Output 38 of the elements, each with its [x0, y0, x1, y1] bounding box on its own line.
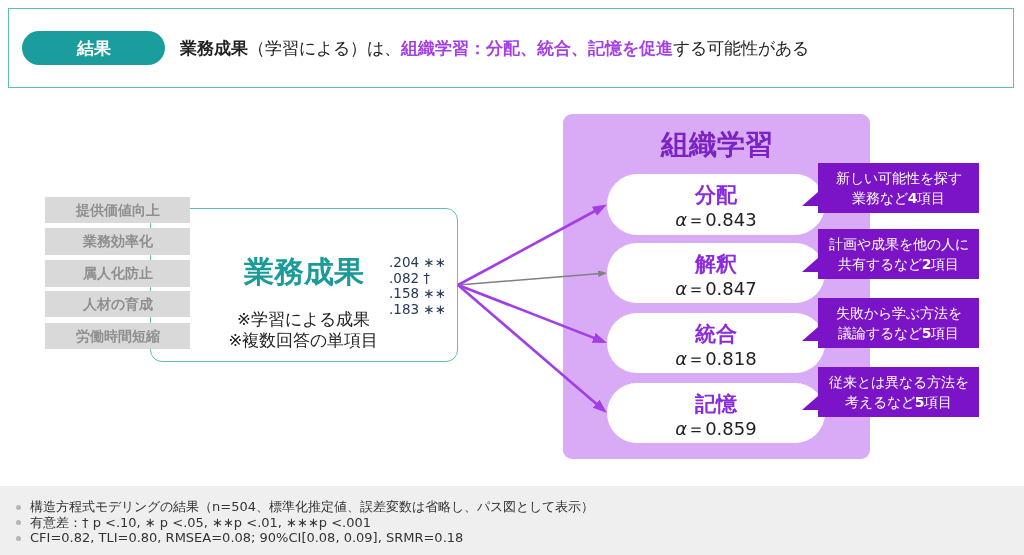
header-box: [8, 8, 1014, 88]
note-text: ※複数回答の単項目: [228, 329, 379, 351]
note-text: ※学習による成果: [237, 308, 370, 330]
edge-label: .158 ∗∗: [389, 285, 446, 301]
item-box: 属人化防止: [45, 260, 190, 287]
alpha-value: α＝0.859: [675, 418, 757, 440]
pill-box: [607, 383, 825, 443]
label-pill: 結果: [22, 31, 165, 65]
panel-title: 組織学習: [660, 127, 773, 163]
item-box: 人材の育成: [45, 291, 190, 317]
statement-text: 業務成果（学習による）は、組織学習：分配、統合、記憶を促進する可能性がある: [180, 38, 809, 60]
arrow: [457, 283, 608, 345]
item-box: 業務効率化: [45, 228, 190, 255]
edge-label: .204 ∗∗: [389, 254, 446, 270]
callout-box: 計画や成果を他の人に共有するなど2項目: [802, 229, 979, 279]
note-text: 構造方程式モデリングの結果（n=504、標準化推定値、誤差変数は省略し、パス図として表示）: [30, 499, 594, 515]
alpha-value: α＝0.818: [675, 348, 757, 370]
pill-title: 統合: [695, 321, 737, 347]
arrow: [457, 284, 608, 414]
pill-box: [607, 313, 825, 373]
alpha-value: α＝0.843: [675, 209, 757, 231]
edge-label: .183 ∗∗: [389, 301, 446, 317]
pill-title: 分配: [695, 182, 737, 208]
callout-box: 失敗から学ぶ方法を議論するなど5項目: [802, 298, 979, 348]
item-box: 労働時間短縮: [45, 323, 190, 349]
box-title: 業務成果: [243, 253, 364, 291]
pill-title: 記憶: [695, 391, 737, 417]
callout-box: 新しい可能性を探す業務など4項目: [802, 163, 979, 213]
item-box: 提供価値向上: [45, 197, 190, 223]
pill-title: 解釈: [695, 251, 737, 277]
arrow: [457, 270, 608, 286]
callout-box: 従来とは異なる方法を考えるなど5項目: [802, 367, 979, 417]
pill-box: [607, 243, 825, 303]
alpha-value: α＝0.847: [675, 278, 757, 300]
note-text: CFI=0.82, TLI=0.80, RMSEA=0.08; 90%CI[0.08, 0.09], SRMR=0.18: [30, 530, 464, 546]
note-text: 有意差：† p <.10, ∗ p <.05, ∗∗p <.01, ∗∗∗p <.001: [30, 514, 371, 531]
arrow: [457, 203, 608, 287]
edge-label: .082 †: [389, 270, 431, 286]
